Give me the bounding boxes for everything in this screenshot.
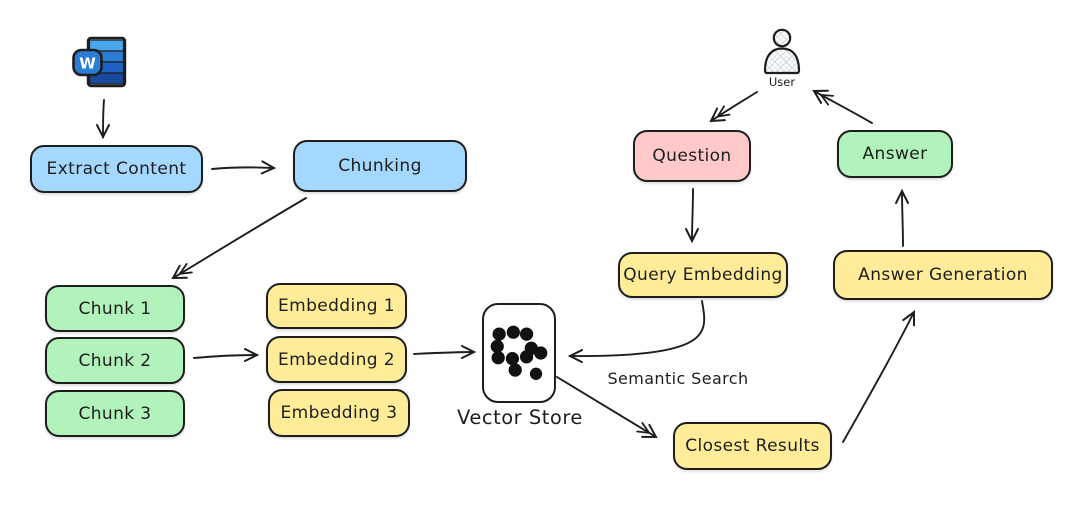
node-answer-generation-label: Answer Generation	[858, 265, 1028, 285]
node-answer: Answer	[837, 130, 953, 178]
node-query-embedding: Query Embedding	[618, 252, 788, 298]
node-chunk-3-label: Chunk 3	[78, 403, 152, 424]
arrow-queryembedding-to-vectorstore	[567, 300, 706, 364]
arrow-answer-to-user	[812, 89, 873, 124]
node-query-embedding-label: Query Embedding	[623, 265, 783, 285]
arrow-chunking-to-chunks	[171, 197, 307, 280]
node-embedding-2: Embedding 2	[266, 336, 407, 383]
node-chunk-2-label: Chunk 2	[78, 350, 152, 371]
arrow-user-to-question	[709, 91, 758, 123]
arrow-chunk2-to-embedding2	[193, 348, 260, 363]
arrow-extract-to-chunking	[211, 160, 277, 175]
vector-store-box	[482, 303, 556, 403]
node-closest-results-label: Closest Results	[685, 436, 820, 456]
node-chunking-label: Chunking	[338, 156, 422, 176]
arrow-closestresults-to-answergeneration	[842, 310, 916, 443]
node-chunking: Chunking	[293, 140, 467, 192]
semantic-search-label: Semantic Search	[607, 369, 749, 388]
node-embedding-1: Embedding 1	[266, 283, 407, 329]
node-question: Question	[633, 130, 751, 182]
node-embedding-3-label: Embedding 3	[280, 403, 398, 423]
word-letter: W	[79, 55, 96, 73]
node-answer-generation: Answer Generation	[833, 250, 1053, 300]
arrow-answergeneration-to-answer	[895, 188, 910, 247]
arrow-question-to-queryembedding	[685, 188, 700, 244]
arrow-word-to-extract	[96, 99, 111, 140]
node-embedding-1-label: Embedding 1	[277, 296, 396, 316]
user-person-icon	[758, 28, 806, 80]
node-extract-content: Extract Content	[30, 145, 203, 193]
user-label: User	[768, 75, 796, 89]
node-chunk-3: Chunk 3	[45, 390, 185, 437]
node-embedding-2-label: Embedding 2	[277, 349, 396, 370]
node-chunk-2: Chunk 2	[45, 337, 185, 384]
word-document-icon: W	[72, 36, 128, 93]
node-closest-results: Closest Results	[673, 422, 832, 470]
node-chunk-1-label: Chunk 1	[78, 298, 152, 319]
node-embedding-3: Embedding 3	[268, 389, 410, 437]
vector-store-dots-icon	[490, 325, 548, 380]
node-answer-label: Answer	[862, 144, 928, 164]
node-extract-content-label: Extract Content	[46, 159, 187, 179]
arrow-embedding2-to-vectorstore	[413, 345, 477, 360]
node-chunk-1: Chunk 1	[45, 285, 185, 332]
vector-store-label: Vector Store	[457, 406, 583, 429]
node-question-label: Question	[652, 146, 732, 166]
